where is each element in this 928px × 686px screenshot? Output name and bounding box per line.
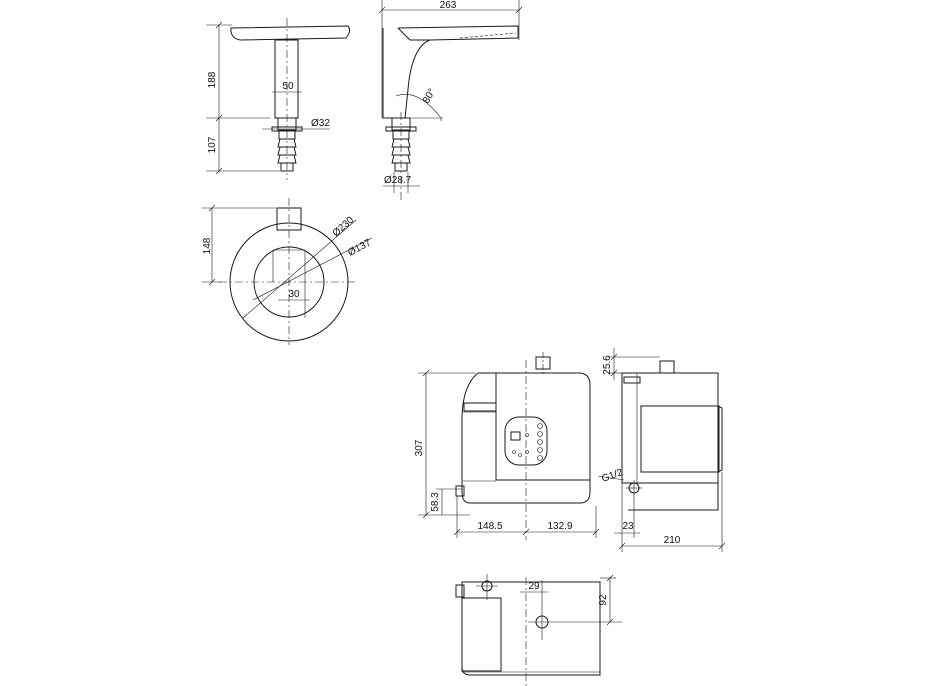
dim-bottom-depth: 92 xyxy=(598,594,609,606)
dim-side-angle: 80° xyxy=(421,87,438,106)
dim-side-width: 210 xyxy=(664,535,681,546)
dim-front-right: 132.9 xyxy=(547,521,572,532)
plan-view: Ø230 Ø137 148 30 xyxy=(202,198,373,345)
dim-spout-width: 50 xyxy=(282,81,294,92)
dim-front-left: 148.5 xyxy=(477,521,502,532)
dim-spout-below: 107 xyxy=(207,136,218,153)
heater-front-view: 307 58.3 148.5 132.9 xyxy=(414,352,600,540)
heater-side-view: G1/2 25.6 23 210 xyxy=(597,348,726,552)
dim-side-pipe: Ø28.7 xyxy=(384,175,412,186)
dim-plan-outer: Ø230 xyxy=(331,214,357,239)
dim-front-height: 307 xyxy=(414,439,425,456)
dim-side-length: 263 xyxy=(440,0,457,11)
dim-spout-height: 188 xyxy=(207,71,218,88)
dim-spout-pipe: Ø32 xyxy=(311,118,330,129)
dim-side-top: 25.6 xyxy=(602,355,613,375)
faucet-side-view: 263 80° Ø28.7 xyxy=(378,0,523,200)
dim-front-bottom: 58.3 xyxy=(430,492,441,512)
dim-bottom-offset: 29 xyxy=(528,581,540,592)
dim-plan-inner: Ø137 xyxy=(346,237,373,258)
dim-plan-depth: 148 xyxy=(202,237,213,254)
faucet-front-view: 188 107 50 Ø32 xyxy=(206,18,351,180)
dim-side-bottom: 23 xyxy=(622,521,634,532)
heater-bottom-view: 29 92 xyxy=(455,574,622,686)
dim-side-thread: G1/2 xyxy=(600,467,625,485)
dim-plan-offset: 30 xyxy=(288,289,300,300)
